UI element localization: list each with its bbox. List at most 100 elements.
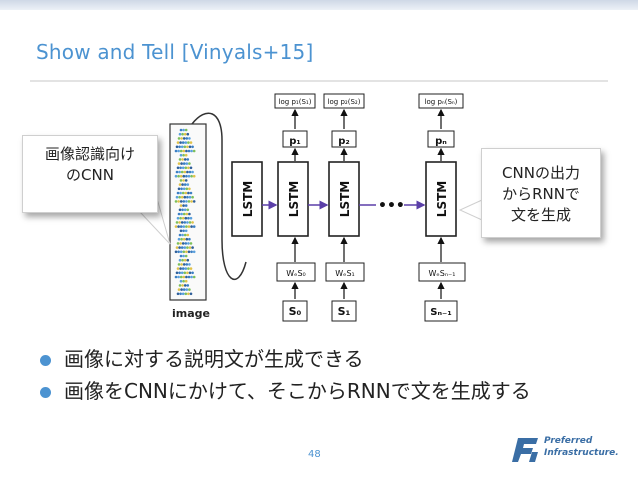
cnn-node [181, 292, 185, 296]
cnn-node [185, 137, 189, 140]
cnn-node [174, 250, 178, 254]
bullet-icon [40, 387, 51, 398]
input-label: S₁ [338, 305, 351, 318]
cnn-node [176, 242, 180, 245]
cnn-node [174, 200, 178, 203]
cnn-node [184, 191, 188, 195]
cnn-node [183, 221, 187, 224]
bullet-list: 画像に対する説明文が生成できる 画像をCNNにかけて、そこからRNNで文を生成す… [38, 345, 618, 409]
cnn-node [188, 145, 192, 149]
log-prob-label: log p₂(S₂) [328, 98, 361, 106]
cnn-node [185, 275, 188, 279]
cnn-node [186, 158, 190, 161]
cnn-node [183, 271, 187, 275]
cnn-node [178, 208, 182, 212]
cnn-node [182, 275, 186, 279]
cnn-node [186, 183, 190, 186]
logo-text: Preferred Infrastructure. [544, 436, 619, 458]
cnn-node [181, 242, 185, 245]
top-bar [0, 0, 638, 10]
callout-line: からRNNで [502, 185, 580, 203]
lstm-cell-1: LSTM [277, 161, 309, 237]
cnn-node [180, 263, 183, 266]
cnn-node [184, 179, 188, 182]
svg-text:LSTM: LSTM [338, 181, 352, 217]
cnn-node [186, 246, 189, 249]
cnn-node [184, 128, 188, 132]
cnn-node [186, 132, 190, 136]
cnn-node [181, 267, 185, 270]
cnn-node [190, 149, 193, 153]
cnn-node [184, 292, 188, 296]
cnn-node [191, 246, 194, 249]
cnn-node [178, 258, 182, 262]
cnn-node [187, 242, 190, 245]
cnn-node [187, 292, 190, 296]
bullet-item: 画像に対する説明文が生成できる [38, 345, 618, 374]
cnn-node [185, 174, 188, 178]
cnn-node [177, 200, 180, 203]
cnn-node [183, 284, 187, 287]
cnn-node [182, 263, 186, 266]
cnn-node [180, 195, 184, 199]
cnn-node [185, 162, 189, 165]
cnn-node [182, 174, 186, 178]
cnn-node [182, 179, 185, 182]
cnn-node [191, 271, 194, 275]
image-label: image [172, 307, 210, 320]
cnn-node [180, 187, 183, 191]
cnn-node [182, 200, 186, 203]
cnn-node [183, 208, 187, 212]
cnn-node [181, 141, 185, 144]
cnn-node [177, 225, 180, 228]
cnn-node [191, 195, 194, 199]
cnn-node [185, 225, 188, 228]
cnn-node [179, 141, 182, 144]
cnn-node [190, 250, 193, 254]
cnn-node [181, 208, 184, 212]
cnn-node [176, 141, 180, 144]
cnn-node [178, 221, 181, 224]
cnn-node [192, 250, 196, 254]
input-label: Sₙ₋₁ [430, 307, 451, 318]
cnn-node [182, 187, 186, 191]
cnn-node [184, 141, 188, 144]
cnn-node [182, 149, 186, 153]
cnn-node [180, 137, 183, 140]
cnn-node [183, 158, 187, 161]
cnn-node [183, 183, 187, 186]
cnn-node [175, 221, 179, 224]
cnn-node [188, 271, 192, 275]
cnn-node [188, 221, 192, 224]
cnn-node [176, 216, 180, 220]
cnn-node [177, 212, 181, 216]
cnn-node [189, 141, 193, 144]
cnn-node [174, 174, 178, 178]
cnn-node [189, 242, 193, 245]
cnn-node [189, 292, 193, 296]
column-1: log p₁(S₁) p₁ WₑS₀ S₀ [274, 93, 316, 322]
cnn-to-lstm-curve [191, 112, 247, 281]
cnn-node [184, 166, 188, 170]
cnn-node [187, 191, 190, 195]
cnn-node [184, 153, 188, 157]
cnn-node [179, 275, 183, 279]
cnn-node [182, 250, 186, 254]
cnn-node [189, 166, 193, 170]
cnn-node [179, 200, 183, 203]
cnn-node [177, 187, 181, 191]
cnn-node [185, 237, 189, 241]
cnn-node [175, 271, 179, 275]
cnn-node [180, 162, 183, 165]
cnn-node [179, 174, 183, 178]
cnn-node [179, 204, 183, 207]
cnn-node [182, 288, 186, 291]
cnn-node [182, 162, 186, 165]
input-label: S₀ [289, 305, 302, 318]
callout-line: CNNの出力 [502, 164, 580, 182]
bullet-item: 画像をCNNにかけて、そこからRNNで文を生成する [38, 377, 618, 406]
cnn-node [179, 242, 182, 245]
cnn-node [185, 288, 189, 291]
cnn-node [178, 271, 181, 275]
cnn-node [176, 292, 180, 296]
